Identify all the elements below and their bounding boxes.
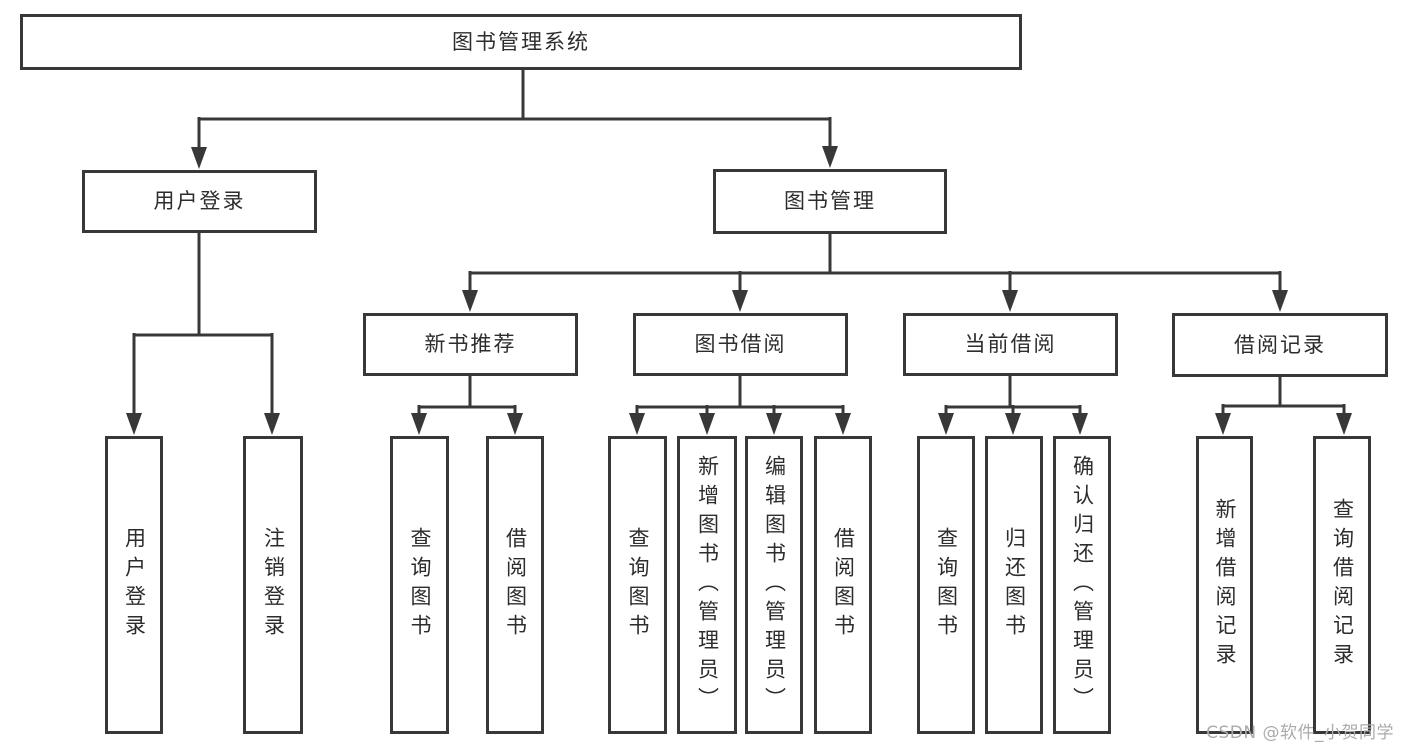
node-book-borrow: 图书借阅 (633, 313, 848, 376)
node-label: 用户登录 (153, 189, 246, 213)
node-label: 查询图书 (408, 527, 432, 643)
node-label: 图书管理系统 (452, 29, 590, 54)
node-label: 确认归还（管理员） (1070, 454, 1095, 716)
node-label: 借阅图书 (831, 527, 856, 643)
node-borrow-records: 借阅记录 (1172, 313, 1388, 377)
leaf-edit-books-admin: 编辑图书（管理员） (745, 436, 803, 734)
node-label: 图书借阅 (694, 332, 787, 356)
connector-new-book-recommend-to-leaves (411, 376, 523, 435)
leaf-add-borrow-record: 新增借阅记录 (1196, 436, 1253, 734)
node-label: 注销登录 (261, 527, 286, 643)
node-label: 新增图书（管理员） (695, 454, 720, 716)
leaf-user-login: 用户登录 (105, 436, 163, 734)
connector-root-to-level2 (191, 70, 838, 169)
connector-user-login-to-leaves (126, 233, 280, 435)
leaf-query-borrow-record: 查询借阅记录 (1313, 436, 1371, 734)
leaf-confirm-return-admin: 确认归还（管理员） (1053, 436, 1111, 734)
node-current-borrow: 当前借阅 (903, 313, 1118, 376)
node-user-login: 用户登录 (82, 170, 317, 233)
node-label: 编辑图书（管理员） (762, 454, 787, 716)
leaf-current-query-books: 查询图书 (917, 436, 975, 734)
node-label: 借阅图书 (503, 527, 528, 643)
connector-borrow-records-to-leaves (1215, 377, 1352, 435)
node-label: 查询借阅记录 (1330, 498, 1355, 672)
leaf-borrow-borrow-books: 借阅图书 (814, 436, 872, 734)
csdn-watermark: CSDN @软件_小贺同学 (1206, 723, 1394, 743)
leaf-logout: 注销登录 (243, 436, 303, 734)
leaf-recommend-borrow-books: 借阅图书 (486, 436, 544, 734)
node-book-management: 图书管理 (713, 169, 947, 234)
leaf-recommend-query-books: 查询图书 (390, 436, 449, 734)
connector-current-borrow-to-leaves (938, 376, 1088, 435)
node-library-management-system: 图书管理系统 (20, 14, 1022, 70)
node-label: 当前借阅 (964, 332, 1057, 356)
connector-book-management-to-level3 (462, 234, 1288, 312)
connector-book-borrow-to-leaves (629, 376, 851, 435)
leaf-return-books: 归还图书 (985, 436, 1043, 734)
node-label: 查询图书 (934, 527, 959, 643)
node-label: 用户登录 (122, 527, 147, 643)
leaf-borrow-query-books: 查询图书 (608, 436, 667, 734)
node-new-book-recommend: 新书推荐 (363, 313, 578, 376)
node-label: 查询图书 (626, 527, 650, 643)
node-label: 图书管理 (784, 189, 876, 213)
leaf-add-books-admin: 新增图书（管理员） (677, 436, 737, 734)
node-label: 借阅记录 (1234, 332, 1326, 357)
node-label: 归还图书 (1002, 527, 1027, 643)
node-label: 新增借阅记录 (1213, 498, 1237, 672)
node-label: 新书推荐 (424, 332, 517, 356)
